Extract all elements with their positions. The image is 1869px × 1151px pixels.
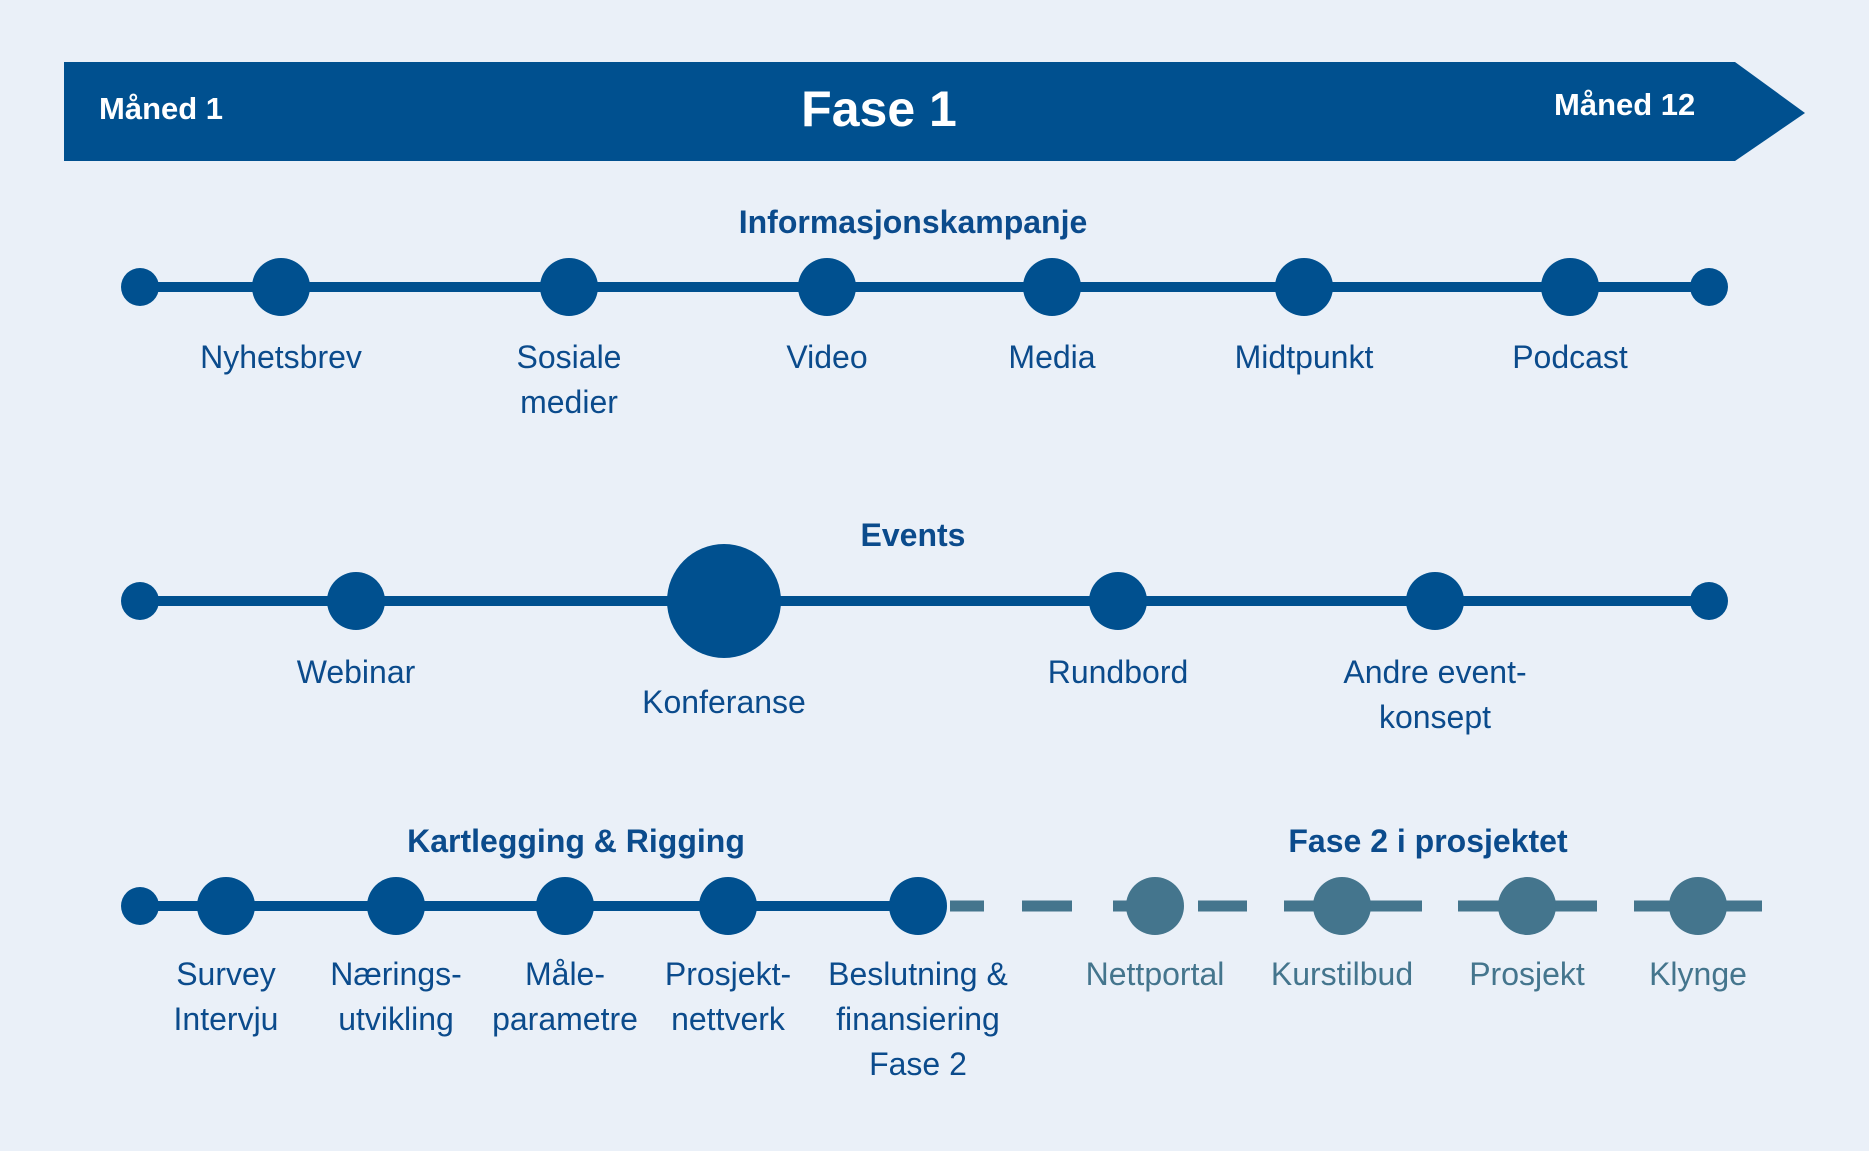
future-milestone-node [1126,877,1184,935]
milestone-node [889,877,947,935]
milestone-label: Survey Intervju [173,956,279,1037]
milestone-node [197,877,255,935]
milestone-node [252,258,310,316]
milestone-label: Prosjekt- nettverk [664,956,792,1037]
milestone-node [798,258,856,316]
milestone-label: Rundbord [1047,654,1189,690]
milestone-node [327,572,385,630]
start-month-label: Måned 1 [99,91,224,126]
milestone-label: Beslutning & finansiering Fase 2 [828,956,1008,1082]
milestone-node [367,877,425,935]
milestone-label: Konferanse [642,684,806,720]
track-title-1: Events [860,517,966,553]
phase-arrow [64,62,1805,161]
future-phase-title: Fase 2 i prosjektet [1288,823,1568,859]
milestone-node [1089,572,1147,630]
milestone-node [540,258,598,316]
track-title-0: Informasjonskampanje [738,204,1088,240]
milestone-node [1541,258,1599,316]
end-month-label: Måned 12 [1554,87,1696,122]
track-start-node [121,268,159,306]
future-milestone-node [1313,877,1371,935]
future-milestone-node [1498,877,1556,935]
future-milestone-label: Klynge [1649,956,1747,992]
milestone-node [536,877,594,935]
milestone-label: Sosiale medier [516,339,622,420]
future-milestone-label: Kurstilbud [1270,956,1414,992]
milestone-node [667,544,781,658]
future-milestone-node [1669,877,1727,935]
milestone-node [1275,258,1333,316]
milestone-node [1023,258,1081,316]
milestone-label: Nyhetsbrev [200,339,362,375]
milestone-label: Måle- parametre [492,956,638,1037]
milestone-label: Andre event- konsept [1343,654,1527,735]
milestone-label: Media [1008,339,1096,375]
milestone-label: Webinar [296,654,416,690]
track-start-node [121,887,159,925]
milestone-label: Midtpunkt [1234,339,1374,375]
phase-title: Fase 1 [801,81,957,137]
milestone-node [699,877,757,935]
track-title-2: Kartlegging & Rigging [407,823,745,859]
milestone-label: Video [786,339,868,375]
future-milestone-label: Prosjekt [1469,956,1585,992]
milestone-node [1406,572,1464,630]
milestone-label: Podcast [1512,339,1628,375]
track-end-node [1690,268,1728,306]
track-start-node [121,582,159,620]
future-milestone-label: Nettportal [1085,956,1225,992]
track-end-node [1690,582,1728,620]
milestone-label: Nærings- utvikling [330,956,462,1037]
